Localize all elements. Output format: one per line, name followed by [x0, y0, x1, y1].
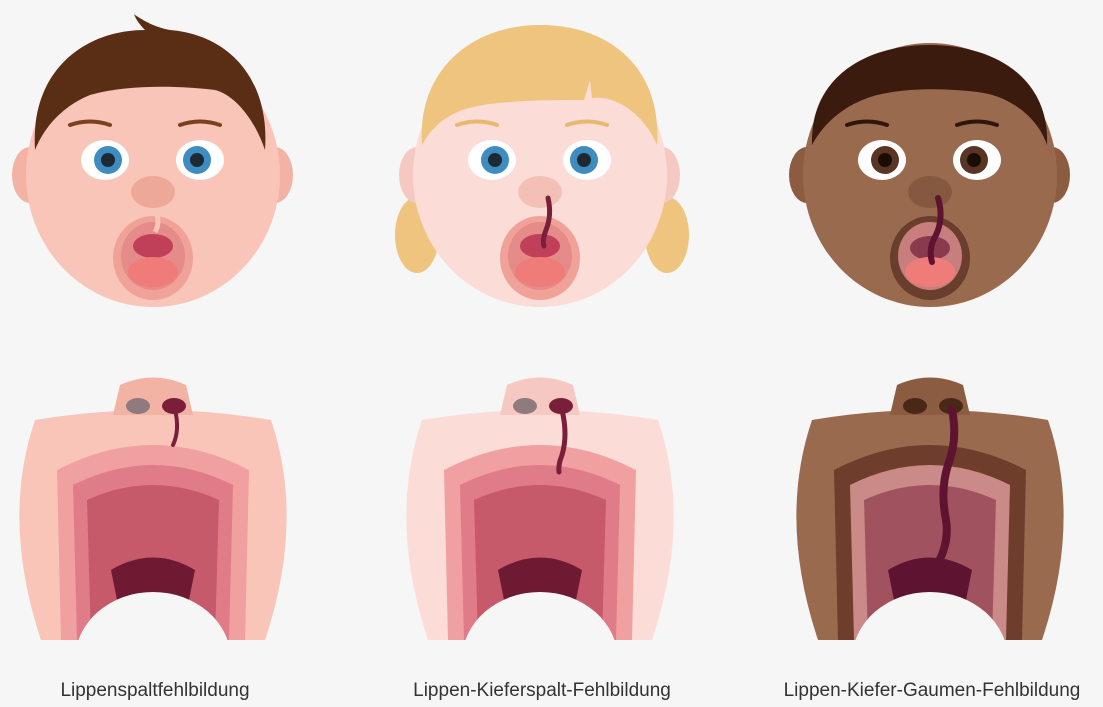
lip-cleft-figure [0, 0, 335, 707]
caption-lip-jaw-cleft: Lippen-Kieferspalt-Fehlbildung [362, 680, 722, 702]
face-boy [12, 14, 293, 307]
left-pupil [488, 153, 502, 167]
left-nostril [903, 398, 927, 414]
upper-palate [133, 234, 173, 258]
caption-lip-cleft: Lippenspaltfehlbildung [0, 680, 335, 702]
right-pupil [577, 153, 591, 167]
right-pupil [967, 153, 981, 167]
panel-lip-jaw-palate-cleft: Lippen-Kiefer-Gaumen-Fehlbildung [752, 0, 1103, 707]
face-dark [789, 43, 1070, 307]
nose [908, 176, 952, 208]
lip-jaw-palate-cleft-figure [752, 0, 1103, 707]
caption-lip-jaw-palate-cleft: Lippen-Kiefer-Gaumen-Fehlbildung [752, 680, 1103, 702]
panel-lip-cleft: Lippenspaltfehlbildung [0, 0, 335, 707]
palate-view-lip [19, 378, 286, 707]
left-nostril [126, 398, 150, 414]
panel-lip-jaw-cleft: Lippen-Kieferspalt-Fehlbildung [362, 0, 722, 707]
right-pupil [190, 153, 204, 167]
palate-view-lip-jaw [406, 378, 673, 707]
tongue [515, 257, 565, 287]
lip-jaw-cleft-figure [362, 0, 722, 707]
left-pupil [101, 153, 115, 167]
upper-palate [520, 234, 560, 258]
face-girl [395, 25, 689, 307]
left-pupil [878, 153, 892, 167]
nose [518, 176, 562, 208]
nose [131, 176, 175, 208]
palate-view-full [796, 378, 1063, 707]
left-nostril [513, 398, 537, 414]
tongue [128, 257, 178, 287]
